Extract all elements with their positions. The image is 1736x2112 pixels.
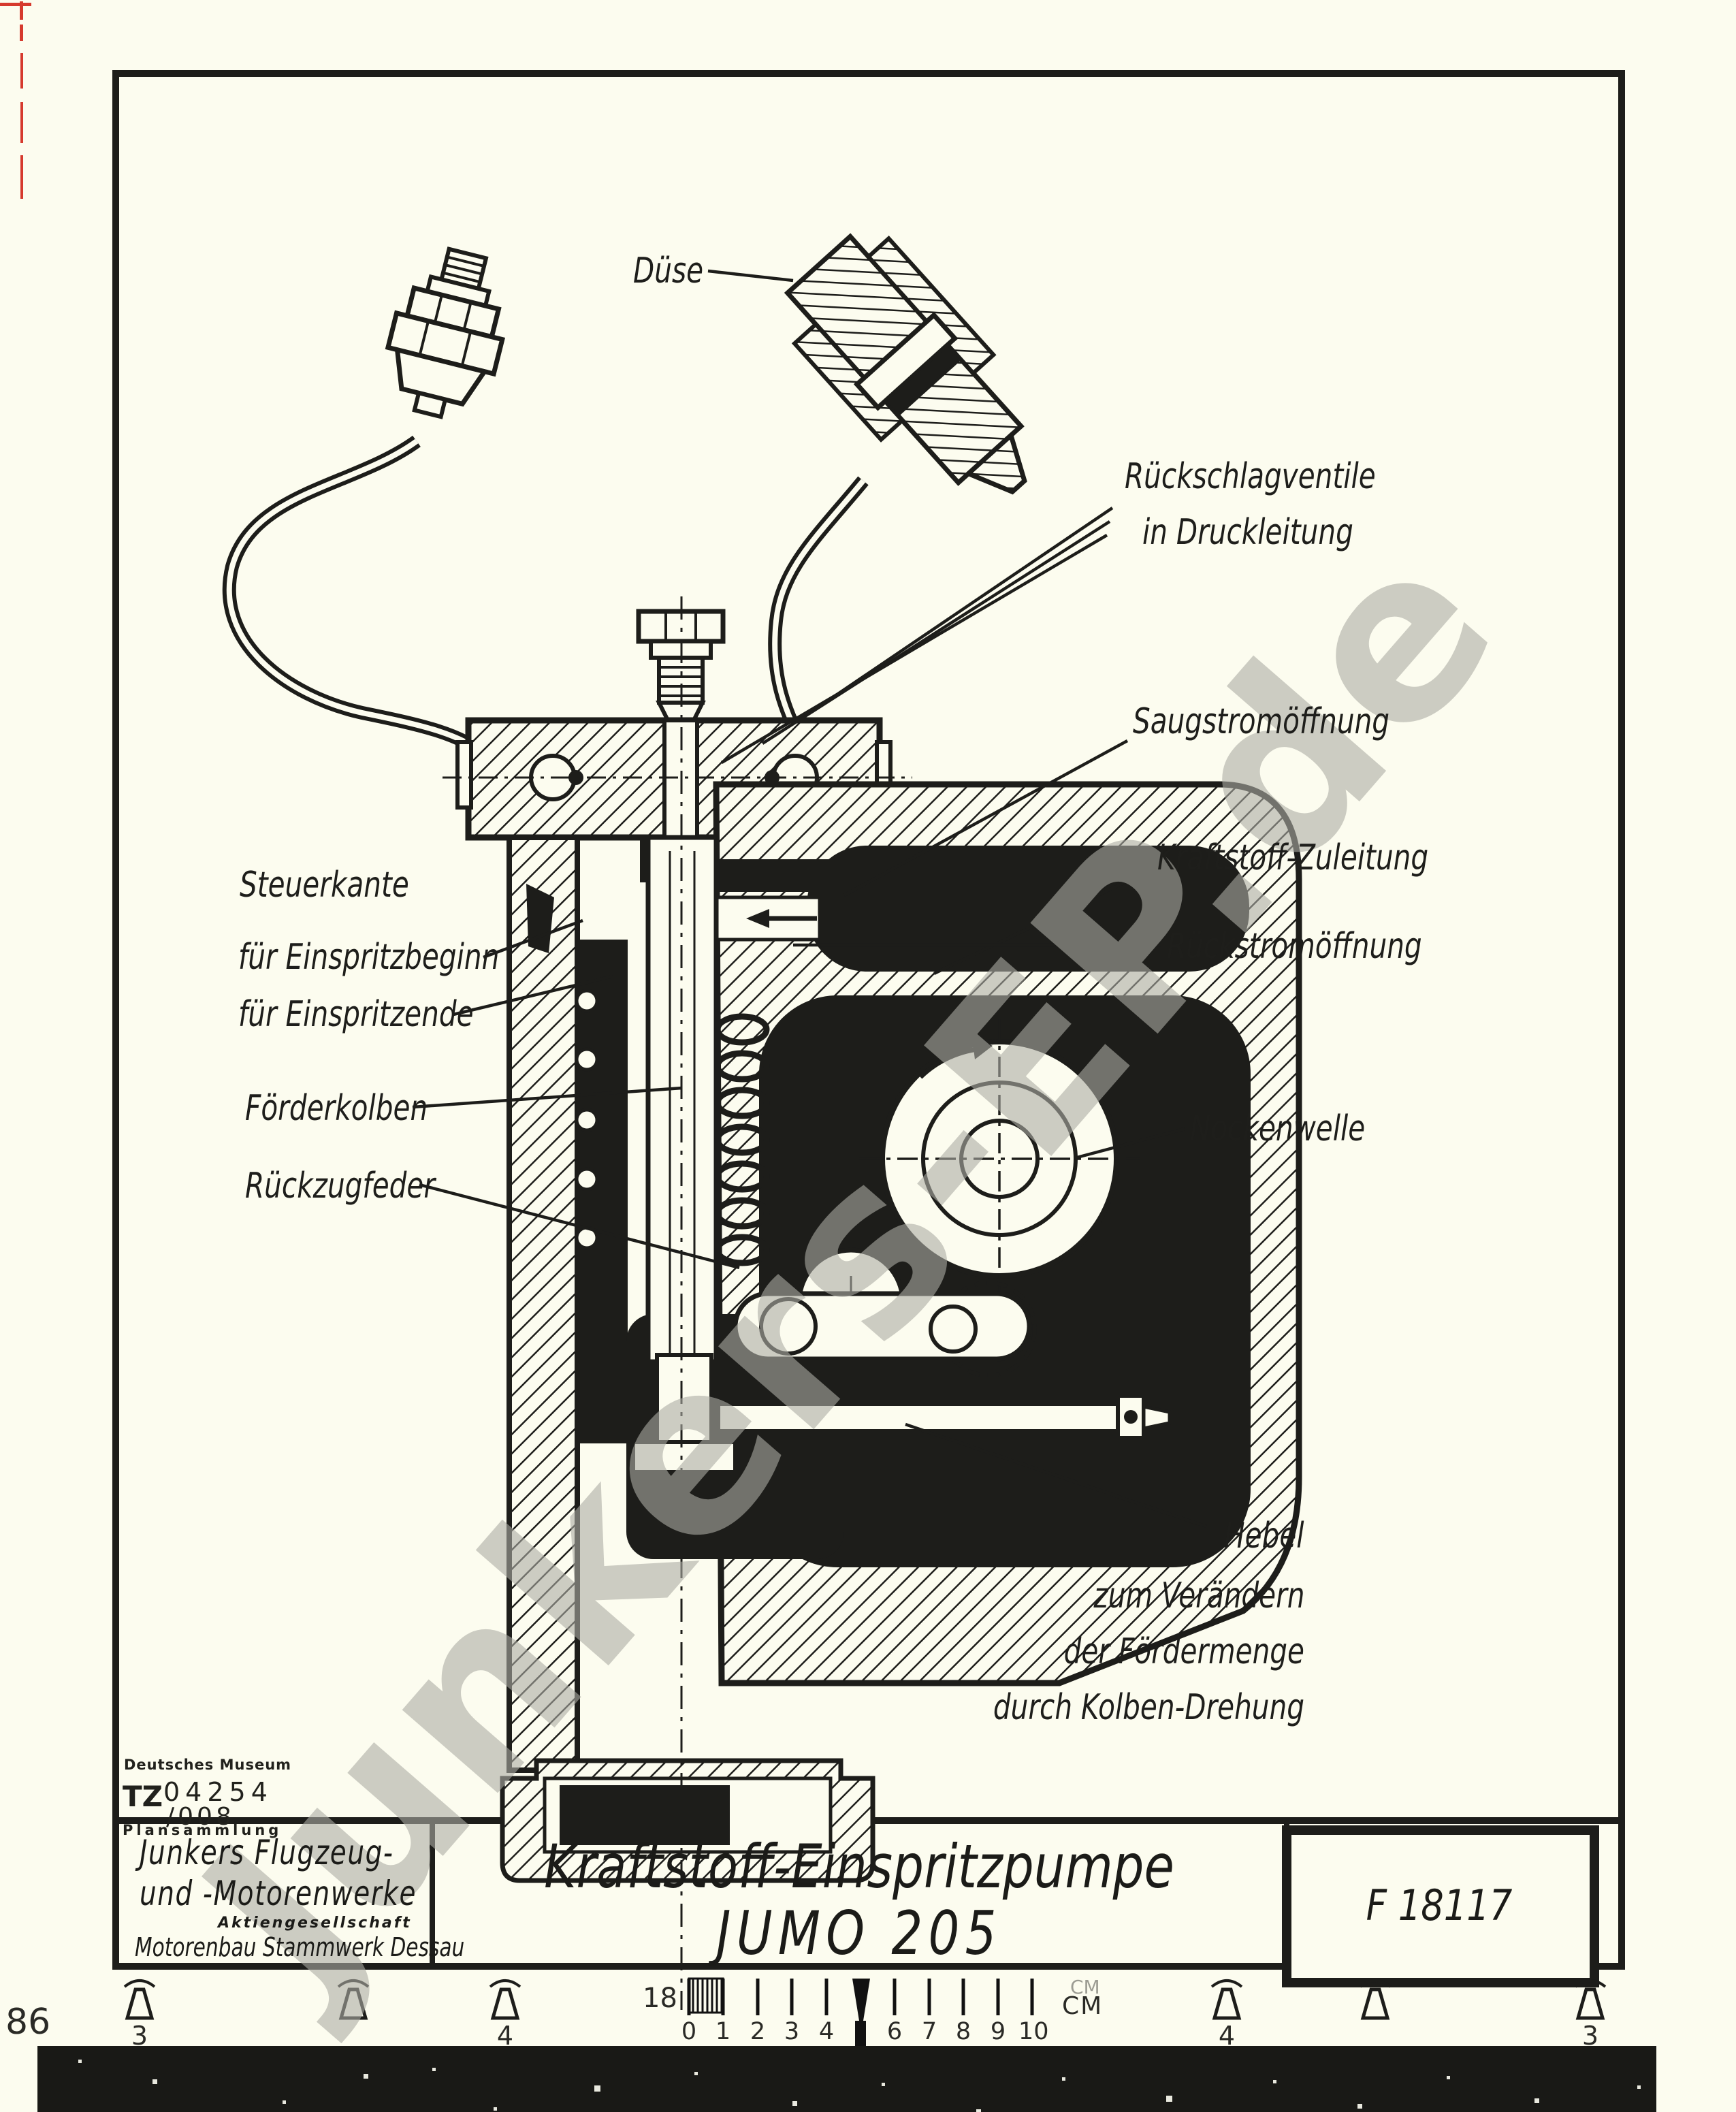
label-saugstromoeffnung: Saugstromöffnung bbox=[1133, 701, 1390, 742]
label-rueckschlagventile: Rückschlagventile bbox=[1125, 456, 1376, 497]
label-einspritzbeginn: für Einspritzbeginn bbox=[238, 937, 500, 978]
label-hebel: Hebel bbox=[1224, 1516, 1304, 1556]
return-spring bbox=[714, 1013, 770, 1266]
label-duese: Düse bbox=[633, 251, 704, 291]
bottom-cap bbox=[500, 1758, 875, 1883]
ruler-label: 2 bbox=[750, 2018, 766, 2045]
stamp-number: 04254 bbox=[163, 1777, 273, 1807]
fold-mark-number: 3 bbox=[131, 2021, 148, 2051]
fold-mark-number: 3 bbox=[1581, 2021, 1599, 2051]
ruler-label: 8 bbox=[955, 2018, 971, 2045]
camshaft bbox=[733, 1019, 1140, 1377]
ruler-pointer bbox=[852, 1979, 870, 2021]
scale-ruler bbox=[687, 1977, 1034, 2051]
stamp-suffix: /008 bbox=[166, 1803, 235, 1831]
right-injector-nozzle bbox=[784, 233, 1027, 495]
registration-mark bbox=[0, 3, 31, 6]
label-nockenwelle: Nockenwelle bbox=[1190, 1108, 1366, 1149]
registration-mark bbox=[20, 155, 23, 199]
drawing-title-line1: Kraftstoff-Einspritzpumpe bbox=[544, 1831, 1174, 1902]
company-line2: und -Motorenwerke bbox=[140, 1874, 417, 1913]
scan-black-bar bbox=[37, 2046, 1656, 2112]
company-line3: Motorenbau Stammwerk Dessau bbox=[135, 1932, 465, 1962]
ruler-label: 1 bbox=[715, 2018, 731, 2045]
label-foerderkolben: Förderkolben bbox=[245, 1088, 428, 1129]
label-rueckschlagventile-2: in Druckleitung bbox=[1142, 512, 1353, 553]
label-hebel-2: zum Verändern bbox=[1093, 1575, 1304, 1616]
registration-mark bbox=[20, 53, 23, 89]
spring-seats bbox=[575, 989, 599, 1250]
page-number: 86 bbox=[5, 2002, 51, 2043]
label-steuerkante: Steuerkante bbox=[240, 865, 409, 906]
fold-mark-number: 4 bbox=[1218, 2021, 1236, 2051]
control-edge bbox=[526, 884, 554, 953]
stamp-collection: Plansammlung bbox=[123, 1822, 283, 1838]
left-injector-nozzle bbox=[385, 246, 506, 419]
left-fuel-pipe bbox=[222, 435, 491, 761]
ruler-label: 9 bbox=[990, 2018, 1006, 2045]
fold-marks bbox=[123, 1979, 1607, 2020]
right-fuel-pipe bbox=[768, 476, 869, 759]
ruler-label: 6 bbox=[886, 2018, 903, 2045]
company-line1: Junkers Flugzeug- bbox=[140, 1833, 394, 1872]
registration-mark bbox=[20, 25, 23, 41]
company-sub: Aktiengesellschaft bbox=[218, 1915, 412, 1932]
control-rod bbox=[716, 1394, 1172, 1440]
ruler-label: 10 bbox=[1018, 2018, 1049, 2045]
drawing-number: F 18117 bbox=[1366, 1881, 1513, 1930]
drawing-title-line2: JUMO 205 bbox=[716, 1898, 1002, 1968]
flow-arrow bbox=[746, 909, 769, 928]
rocker-lever bbox=[733, 1291, 1032, 1362]
rotation-arrow bbox=[972, 1038, 993, 1059]
registration-mark bbox=[20, 102, 23, 143]
ruler-unit-ghost: CM bbox=[1070, 1976, 1100, 1998]
label-hebel-4: durch Kolben-Drehung bbox=[993, 1687, 1304, 1728]
scale-number: 18 bbox=[643, 1983, 677, 2014]
ruler-label: 4 bbox=[818, 2018, 835, 2045]
label-hebel-3: der Fördermenge bbox=[1063, 1631, 1304, 1672]
registration-mark bbox=[20, 1, 23, 20]
label-rueckstromoeffnung: Rückstromöffnung bbox=[1167, 926, 1422, 967]
label-rueckzugfeder: Rückzugfeder bbox=[245, 1166, 436, 1206]
label-einspritzende: für Einspritzende bbox=[238, 994, 474, 1035]
drawing-frame bbox=[112, 70, 1625, 1987]
stamp-prefix: TZ bbox=[123, 1780, 163, 1813]
ruler-unit: CM bbox=[1062, 1992, 1104, 2020]
ruler-label: 0 bbox=[681, 2018, 697, 2045]
stamp-museum: Deutsches Museum bbox=[124, 1757, 292, 1773]
fold-mark-number: 4 bbox=[496, 2021, 514, 2051]
leader-lines bbox=[412, 269, 1207, 1529]
label-kraftstoff-zuleitung: Kraftstoff-Zuleitung bbox=[1157, 837, 1429, 878]
drawing-number-box bbox=[1282, 1825, 1599, 1987]
ruler-label: 7 bbox=[921, 2018, 937, 2045]
ruler-label: 3 bbox=[784, 2018, 800, 2045]
